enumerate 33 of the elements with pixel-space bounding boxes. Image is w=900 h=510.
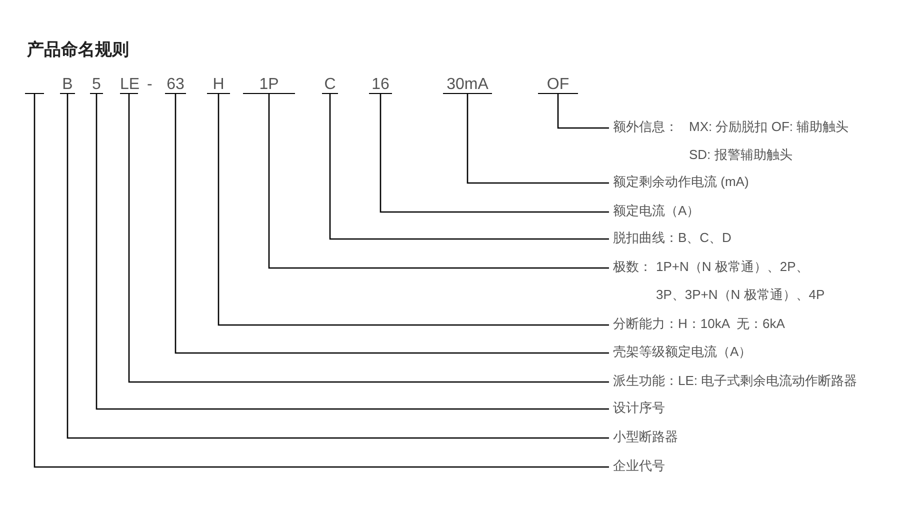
- underlined-code: LE: [120, 77, 138, 94]
- title: 产品命名规则: [27, 40, 129, 60]
- underlined-code: 30mA: [443, 77, 492, 94]
- description-text: 小型断路器: [613, 428, 678, 446]
- description-text: 壳架等级额定电流（A）: [613, 343, 752, 361]
- underlined-code: 5: [90, 77, 103, 94]
- leader-line: [466, 94, 609, 184]
- underlined-code: 1P: [243, 77, 295, 94]
- underlined-code: B: [60, 77, 75, 94]
- description-text: MX: 分励脱扣 OF: 辅助触头 SD: 报警辅助触头: [689, 118, 850, 164]
- leader-line: [329, 94, 609, 240]
- description-text: 分断能力：H：10kA 无：6kA: [613, 315, 785, 333]
- blank-underline: [25, 93, 44, 94]
- description-text: 企业代号: [613, 457, 665, 475]
- description-text: 1P+N（N 极常通）、2P、3P、3P+N（N 极常通）、4P: [656, 258, 826, 304]
- leader-line: [174, 94, 609, 354]
- heading-text: 极数：: [613, 258, 652, 276]
- underlined-code: C: [322, 77, 338, 94]
- separator-text: -: [147, 77, 152, 93]
- description-text: 额定剩余动作电流 (mA): [613, 173, 749, 191]
- description-text: 派生功能：LE: 电子式剩余电流动作断路器: [613, 372, 858, 390]
- description-text: 额定电流（A）: [613, 202, 700, 220]
- description-text: 设计序号: [613, 399, 665, 417]
- underlined-code: 63: [165, 77, 186, 94]
- description-text: 脱扣曲线：B、C、D: [613, 229, 732, 247]
- leader-line: [380, 94, 609, 213]
- underlined-code: OF: [538, 77, 578, 94]
- underlined-code: H: [207, 77, 230, 94]
- leader-line: [218, 94, 609, 326]
- heading-text: 额外信息：: [613, 118, 678, 136]
- leader-line: [268, 94, 609, 269]
- leader-line: [557, 94, 609, 129]
- underlined-code: 16: [369, 77, 392, 94]
